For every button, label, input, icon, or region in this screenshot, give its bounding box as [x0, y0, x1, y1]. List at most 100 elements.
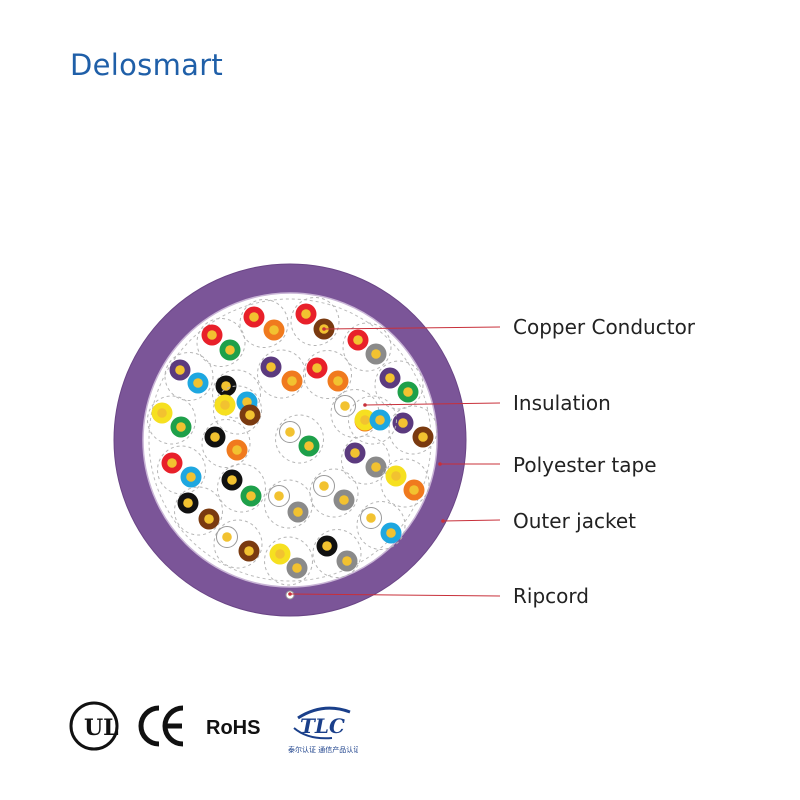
- copper-conductor: [225, 345, 235, 355]
- copper-conductor: [319, 481, 329, 491]
- label-ripcord: Ripcord: [513, 584, 589, 608]
- pair-tape-outline: [239, 299, 289, 348]
- twisted-pairs: [147, 297, 438, 586]
- copper-conductor: [227, 475, 237, 485]
- callout-lines: [288, 326, 501, 597]
- copper-conductor: [266, 362, 276, 372]
- copper-conductor: [232, 445, 242, 455]
- callout-dot: [363, 403, 367, 407]
- copper-conductor: [391, 471, 401, 481]
- callout-line: [323, 326, 501, 330]
- tlc-mark-icon: TLC 泰尔认证 通信产品认证: [288, 706, 358, 754]
- tlc-mark-caption: 泰尔认证 通信产品认证: [288, 745, 358, 754]
- pair-tape-outline: [275, 414, 324, 464]
- copper-conductor: [275, 549, 285, 559]
- copper-conductor: [333, 376, 343, 386]
- copper-conductor: [186, 472, 196, 482]
- callout-line: [364, 402, 501, 406]
- pair-tape-outline: [217, 463, 266, 513]
- twisted-pair: [239, 299, 289, 348]
- twisted-pair: [275, 414, 324, 464]
- ce-mark-icon: [138, 705, 184, 747]
- twisted-pair: [348, 395, 397, 445]
- copper-conductor: [292, 563, 302, 573]
- copper-conductor: [244, 546, 254, 556]
- label-outer-jacket: Outer jacket: [513, 509, 636, 533]
- twisted-pair: [174, 486, 223, 536]
- pair-tape-outline: [213, 385, 262, 435]
- copper-conductor: [167, 458, 177, 468]
- copper-conductor: [322, 541, 332, 551]
- copper-conductor: [285, 427, 295, 437]
- copper-conductor: [287, 376, 297, 386]
- copper-conductor: [176, 422, 186, 432]
- pair-tape-outline: [303, 350, 352, 399]
- pair-tape-outline: [356, 501, 406, 550]
- pair-tape-outline: [374, 360, 424, 410]
- copper-conductor: [350, 448, 360, 458]
- copper-conductor: [386, 528, 396, 538]
- twisted-pair: [264, 536, 313, 586]
- pair-tape-outline: [312, 529, 362, 578]
- copper-conductor: [375, 415, 385, 425]
- twisted-pair: [257, 349, 306, 399]
- twisted-pair: [374, 360, 424, 410]
- ul-mark-icon: UL: [69, 701, 119, 751]
- twisted-pair: [341, 435, 390, 485]
- callout-dot: [441, 519, 445, 523]
- copper-conductor: [183, 498, 193, 508]
- twisted-pair: [388, 405, 438, 455]
- pair-tape-outline: [290, 297, 340, 346]
- copper-conductor: [221, 381, 231, 391]
- pair-tape-outline: [201, 419, 251, 468]
- label-copper-conductor: Copper Conductor: [513, 315, 696, 339]
- pair-tape-outline: [342, 322, 392, 372]
- pair-tape-outline: [348, 395, 397, 445]
- copper-conductor: [371, 462, 381, 472]
- copper-conductor: [220, 400, 230, 410]
- brand-logo: Delosmart: [70, 48, 224, 82]
- copper-conductor: [385, 373, 395, 383]
- twisted-pair: [157, 445, 206, 495]
- twisted-pair: [312, 529, 362, 578]
- twisted-pair: [213, 385, 262, 435]
- copper-conductor: [418, 432, 428, 442]
- pair-tape-outline: [264, 479, 313, 529]
- twisted-pair: [303, 350, 352, 399]
- copper-conductor: [293, 507, 303, 517]
- pair-tape-outline: [157, 445, 206, 495]
- copper-conductor: [274, 491, 284, 501]
- copper-conductor: [207, 330, 217, 340]
- copper-conductor: [403, 387, 413, 397]
- copper-conductor: [204, 514, 214, 524]
- callout-dot: [438, 462, 442, 466]
- pair-tape-outline: [164, 352, 214, 401]
- twisted-pair: [164, 352, 214, 401]
- rohs-mark-text: RoHS: [206, 717, 260, 739]
- copper-conductor: [246, 491, 256, 501]
- pair-tape-outline: [147, 395, 196, 445]
- copper-conductor: [242, 397, 252, 407]
- pair-tape-outline: [196, 318, 246, 367]
- copper-conductor: [245, 410, 255, 420]
- label-insulation: Insulation: [513, 391, 611, 415]
- copper-conductor: [304, 441, 314, 451]
- copper-conductor: [210, 432, 220, 442]
- pair-tape-outline: [212, 369, 261, 419]
- callout-line: [442, 519, 501, 522]
- copper-conductor: [342, 556, 352, 566]
- pair-tape-outline: [341, 435, 390, 485]
- copper-conductor: [339, 495, 349, 505]
- twisted-pair: [201, 419, 251, 468]
- pair-tape-outline: [174, 486, 223, 536]
- copper-conductor: [409, 485, 419, 495]
- callout-line: [289, 593, 501, 597]
- pair-tape-outline: [213, 519, 263, 569]
- copper-conductor: [360, 415, 370, 425]
- callout-dot: [322, 327, 326, 331]
- copper-conductor: [269, 325, 279, 335]
- twisted-pair: [147, 395, 196, 445]
- rohs-mark-icon: RoHS: [206, 717, 260, 739]
- pair-tape-outline: [264, 536, 313, 586]
